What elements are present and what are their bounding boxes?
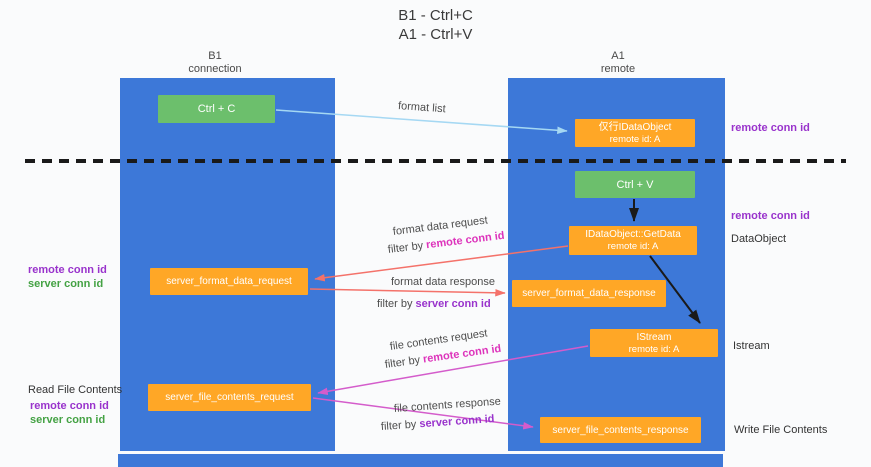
- write-file-contents-annotation: Write File Contents: [734, 424, 828, 436]
- ctrl-c-label: Ctrl + C: [197, 103, 236, 115]
- format-data-response-label: format data response: [391, 276, 495, 288]
- lane-header-a1: A1 remote: [543, 50, 693, 76]
- server-format-data-response-label: server_format_data_response: [522, 288, 656, 299]
- ctrl-v-node: Ctrl + V: [575, 171, 695, 198]
- server-file-contents-response-label: server_file_contents_response: [552, 424, 689, 436]
- server-conn-id-text: server conn id: [418, 413, 495, 431]
- filter-by-server-label-1: filter by server conn id: [377, 298, 491, 311]
- lane-a1-name: A1: [611, 50, 625, 62]
- idataobject-line2: remote id: A: [609, 133, 661, 145]
- filter-by-text: filter by: [380, 418, 420, 433]
- remote-conn-id-annotation-left-2: remote conn id: [30, 400, 109, 412]
- server-file-contents-request-node: server_file_contents_request: [148, 384, 311, 411]
- remote-conn-id-annotation-1: remote conn id: [731, 122, 810, 134]
- title-line-2: A1 - Ctrl+V: [398, 26, 473, 43]
- lane-b1-subtitle: connection: [188, 63, 242, 75]
- getdata-line2: remote id: A: [607, 241, 659, 252]
- istream-line2: remote id: A: [628, 343, 680, 355]
- title-line-1: B1 - Ctrl+C: [398, 7, 473, 24]
- lane-header-b1: B1 connection: [140, 50, 290, 76]
- remote-conn-id-annotation-left-1: remote conn id: [28, 264, 107, 276]
- server-conn-id-annotation-left-1: server conn id: [28, 278, 104, 290]
- bottom-bar: [118, 454, 723, 467]
- ctrl-v-label: Ctrl + V: [616, 178, 654, 191]
- lane-a1-subtitle: remote: [600, 63, 636, 75]
- lane-b1-name: B1: [208, 50, 222, 62]
- server-format-data-request-label: server_format_data_request: [166, 276, 292, 287]
- istream-node: IStream remote id: A: [590, 329, 718, 357]
- idataobject-line1: 仅行IDataObject: [598, 121, 672, 133]
- filter-by-text: filter by: [384, 353, 424, 371]
- remote-conn-id-annotation-2: remote conn id: [731, 210, 810, 222]
- getdata-node: IDataObject::GetData remote id: A: [569, 226, 697, 255]
- format-data-response-arrow: [309, 288, 506, 297]
- server-file-contents-response-node: server_file_contents_response: [540, 417, 701, 443]
- diagram-title: B1 - Ctrl+C A1 - Ctrl+V: [0, 6, 871, 44]
- format-list-label: format list: [397, 100, 447, 116]
- filter-by-server-label-2: filter by server conn id: [381, 413, 495, 434]
- filter-by-text: filter by: [377, 298, 416, 310]
- server-format-data-request-node: server_format_data_request: [150, 268, 308, 295]
- dataobject-annotation: DataObject: [731, 233, 787, 245]
- server-format-data-response-node: server_format_data_response: [512, 280, 666, 307]
- server-conn-id-annotation-left-2: server conn id: [30, 414, 106, 426]
- istream-annotation: Istream: [733, 340, 770, 352]
- idataobject-node: 仅行IDataObject remote id: A: [575, 119, 695, 147]
- server-conn-id-text: server conn id: [415, 298, 491, 310]
- ctrl-c-node: Ctrl + C: [158, 95, 275, 123]
- istream-line1: IStream: [636, 331, 672, 343]
- getdata-line1: IDataObject::GetData: [585, 229, 681, 240]
- read-file-contents-annotation: Read File Contents: [28, 384, 123, 396]
- server-file-contents-request-label: server_file_contents_request: [165, 392, 294, 403]
- filter-by-text: filter by: [387, 239, 427, 256]
